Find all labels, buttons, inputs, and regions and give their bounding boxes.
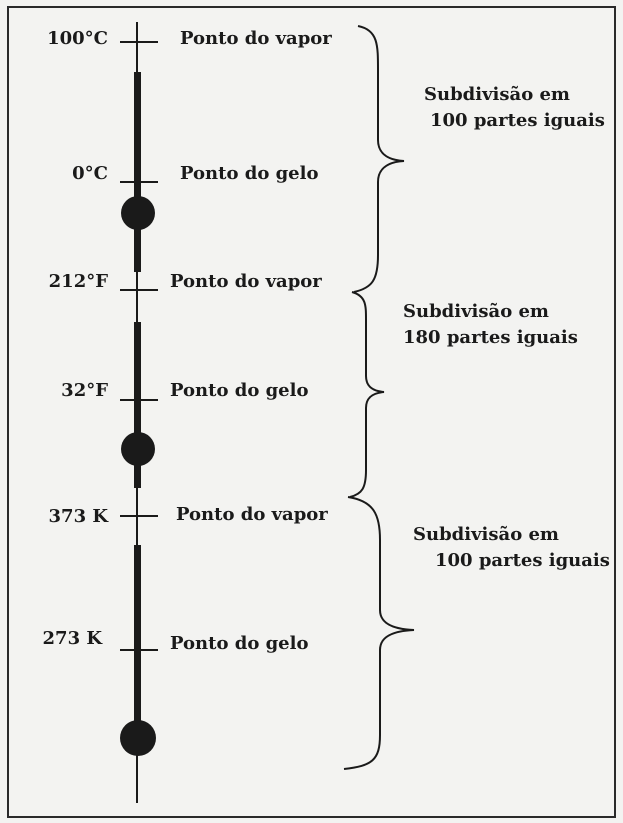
fahrenheit-subdivision-text: Subdivisão em 180 partes iguais — [403, 299, 578, 351]
kelvin-subdivision-line1: Subdivisão em — [413, 524, 559, 545]
celsius-thermometer-bulb — [121, 196, 155, 230]
celsius-subdivision-text: Subdivisão em 100 partes iguais — [424, 82, 605, 134]
fahrenheit-brace — [349, 291, 385, 498]
celsius-subdivision-line1: Subdivisão em — [424, 84, 570, 105]
celsius-thermometer-column — [134, 72, 141, 272]
celsius-ice-label: Ponto do gelo — [180, 163, 319, 184]
celsius-brace — [353, 25, 405, 293]
kelvin-brace — [343, 496, 415, 770]
kelvin-subdivision-line2: 100 partes iguais — [435, 550, 610, 571]
kelvin-ice-label: Ponto do gelo — [170, 633, 309, 654]
fahrenheit-steam-label: Ponto do vapor — [170, 271, 322, 292]
kelvin-thermometer-column — [134, 545, 141, 735]
kelvin-steam-label: Ponto do vapor — [176, 504, 328, 525]
celsius-steam-value: 100°C — [47, 28, 108, 49]
fahrenheit-thermometer — [120, 289, 158, 488]
fahrenheit-thermometer-bulb — [121, 432, 155, 466]
diagram-frame — [7, 6, 616, 818]
kelvin-thermometer-bulb — [120, 720, 156, 756]
celsius-ice-value: 0°C — [72, 163, 108, 184]
kelvin-thermometer — [120, 515, 158, 756]
fahrenheit-steam-value: 212°F — [48, 271, 108, 292]
fahrenheit-thermometer-column — [134, 322, 141, 488]
fahrenheit-subdivision-line2: 180 partes iguais — [403, 327, 578, 348]
celsius-subdivision-line2: 100 partes iguais — [430, 110, 605, 131]
kelvin-ice-value: 273 K — [42, 628, 102, 649]
celsius-steam-label: Ponto do vapor — [180, 28, 332, 49]
kelvin-steam-value: 373 K — [48, 506, 108, 527]
celsius-thermometer — [120, 41, 158, 272]
fahrenheit-subdivision-line1: Subdivisão em — [403, 301, 549, 322]
fahrenheit-ice-value: 32°F — [61, 380, 108, 401]
fahrenheit-ice-label: Ponto do gelo — [170, 380, 309, 401]
kelvin-subdivision-text: Subdivisão em 100 partes iguais — [413, 522, 610, 574]
